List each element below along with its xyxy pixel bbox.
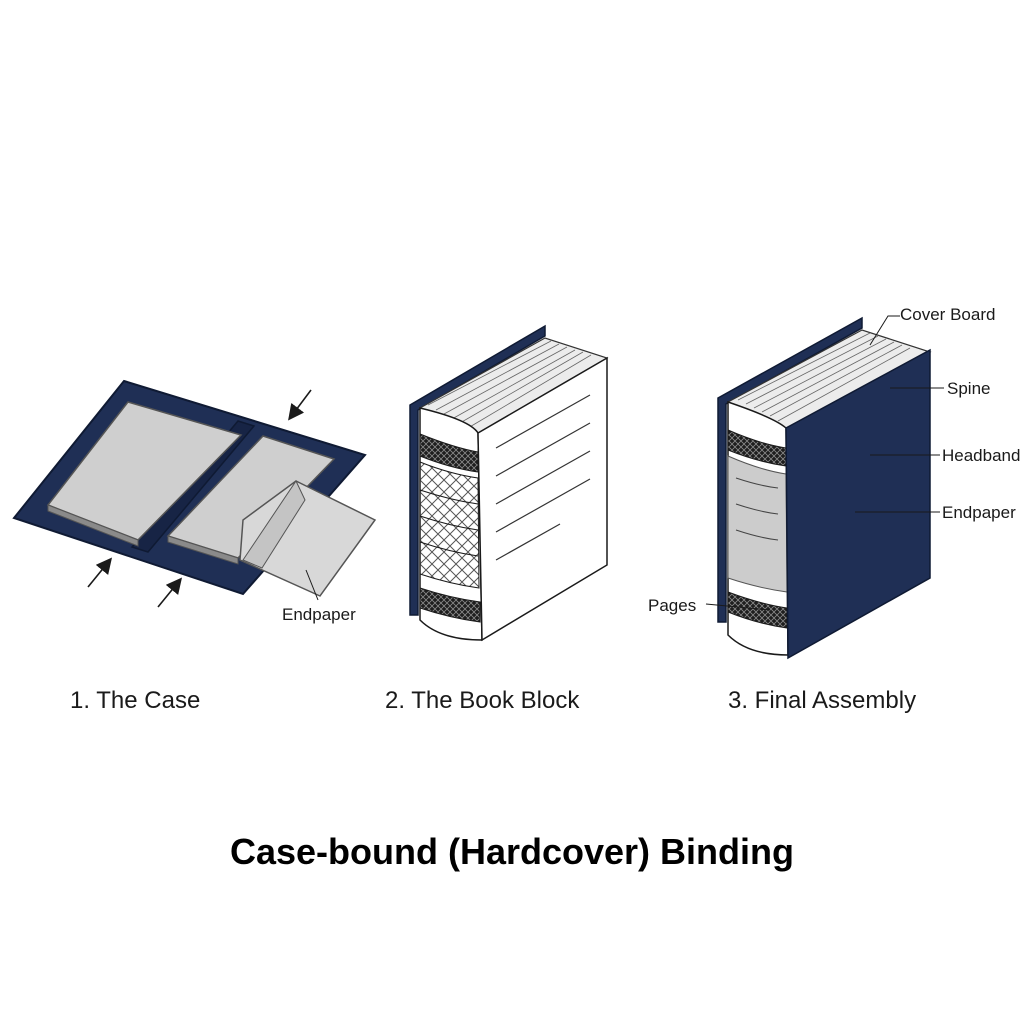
label-pages: Pages — [648, 596, 696, 615]
book-block-illustration — [409, 324, 609, 642]
assembly-pages-block — [727, 455, 788, 593]
leader-pages — [705, 603, 771, 611]
book-block-headband-bottom — [419, 587, 481, 623]
label-cover-board: Cover Board — [900, 305, 995, 324]
label-headband: Headband — [942, 446, 1020, 465]
caption-final-assembly: 3. Final Assembly — [728, 687, 916, 714]
arrow-bottom-right — [157, 577, 183, 608]
case-endpaper-leader — [305, 569, 319, 601]
assembly-back-cover — [717, 316, 863, 623]
book-block-back-cover — [409, 324, 546, 616]
assembly-front-cover — [785, 348, 931, 660]
caption-book-block: 2. The Book Block — [385, 687, 580, 714]
leader-cover-board — [869, 315, 900, 346]
diagram-title: Case-bound (Hardcover) Binding — [230, 831, 794, 872]
final-assembly-illustration — [705, 315, 944, 660]
caption-case: 1. The Case — [70, 687, 200, 714]
case-endpaper-label: Endpaper — [282, 605, 356, 624]
book-block-headband-top — [419, 433, 479, 473]
label-spine: Spine — [947, 379, 990, 398]
arrow-bottom-left — [87, 557, 113, 588]
label-endpaper: Endpaper — [942, 503, 1016, 522]
case-endpaper-sheet — [239, 480, 377, 597]
book-block-front-face — [477, 356, 608, 642]
arrow-top — [288, 389, 312, 421]
case-illustration — [12, 379, 377, 608]
